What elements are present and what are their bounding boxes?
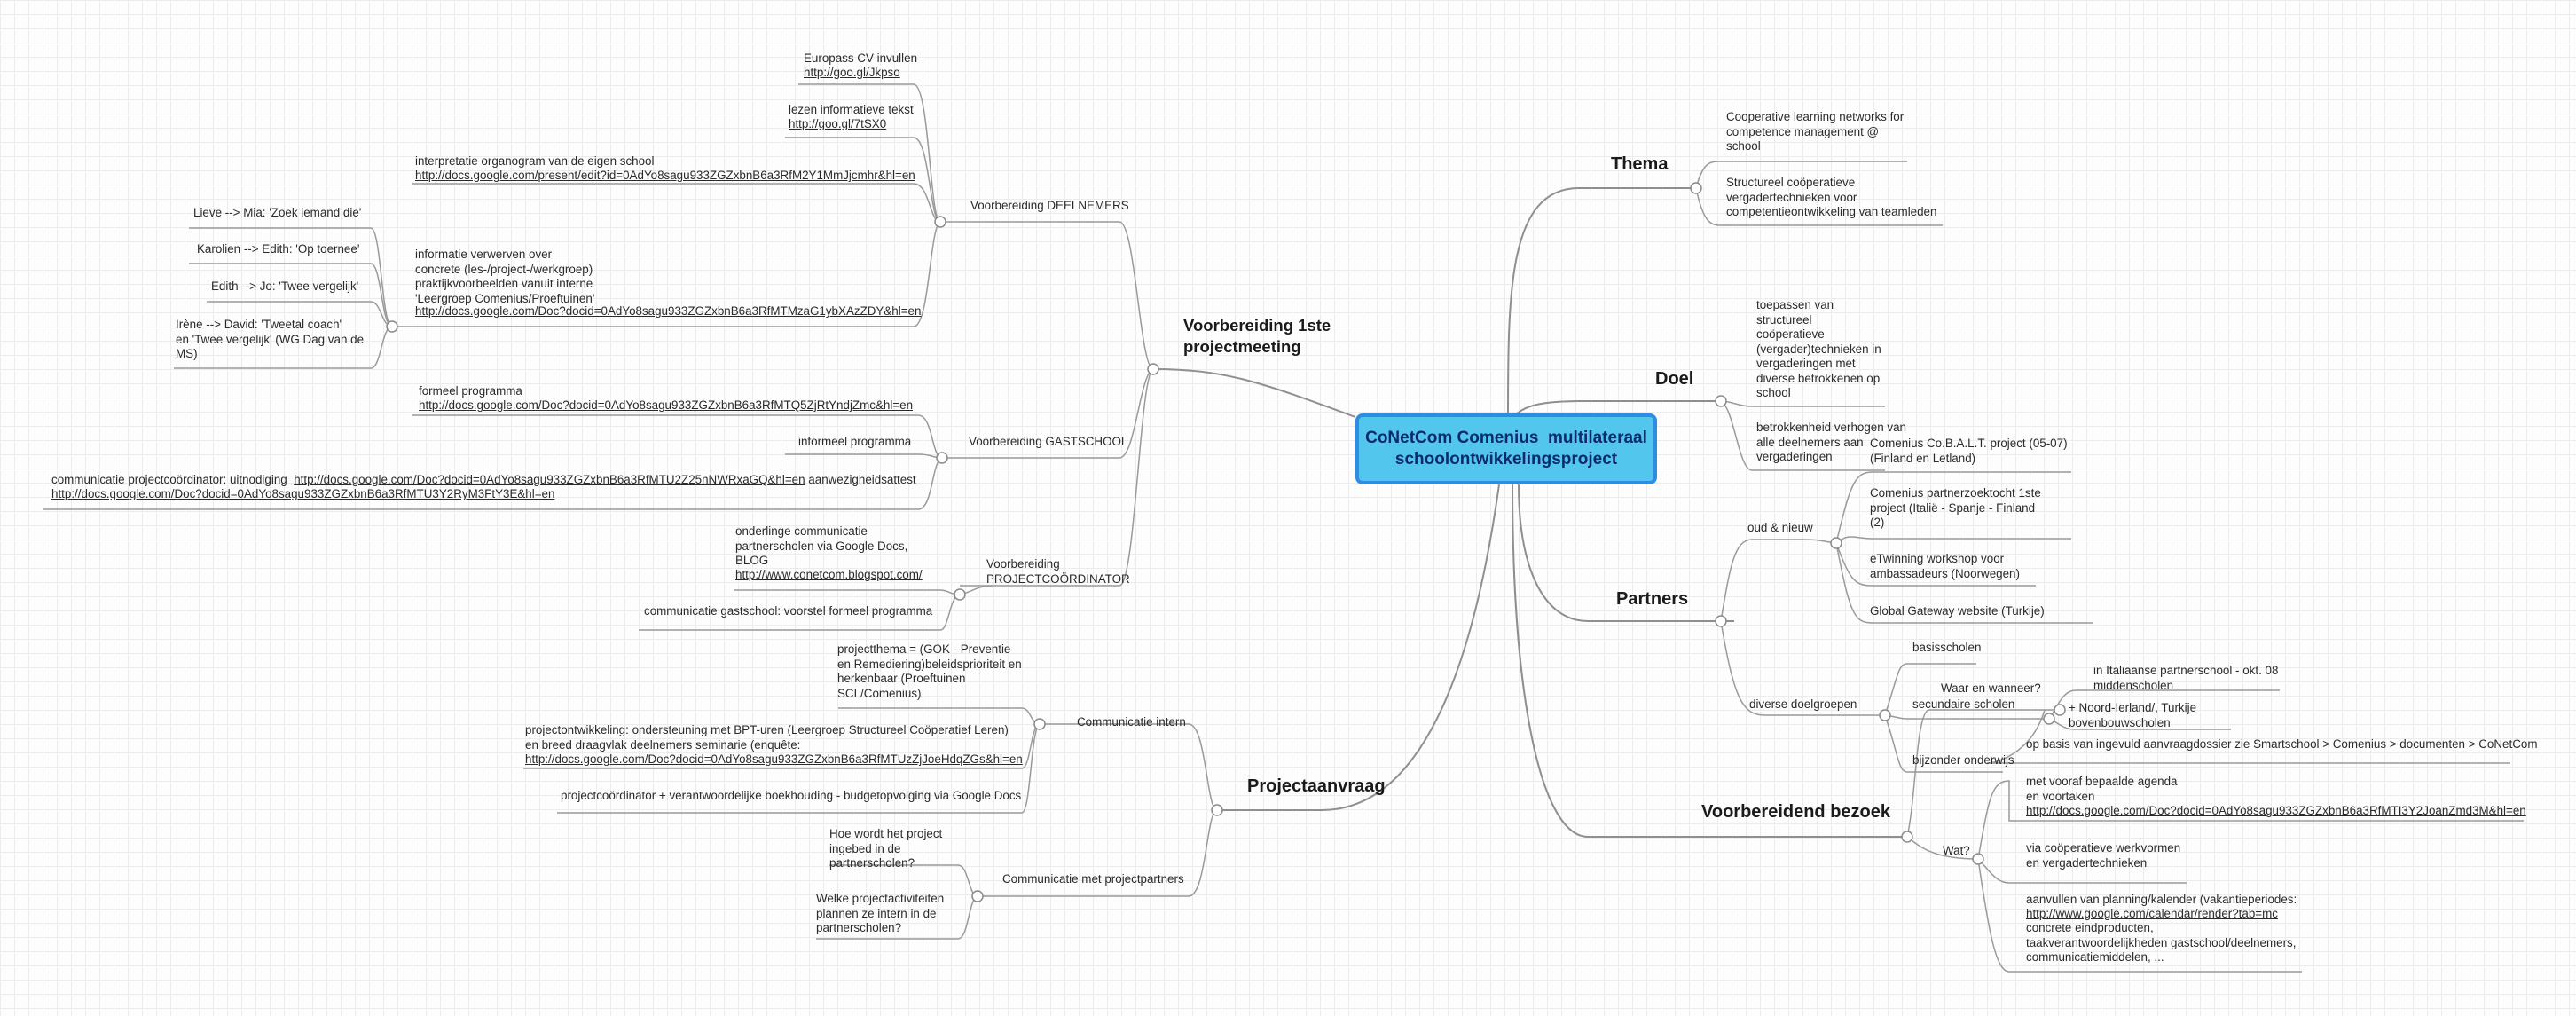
deelnemers-pair[interactable]: Edith --> Jo: 'Twee vergelijk' [211,280,359,293]
link-doel [1512,399,1721,420]
thema-item-cooperative[interactable]: Cooperative learning networks for compet… [1726,110,1905,153]
deelnemers-informatie-link[interactable]: http://docs.google.com/Doc?docid=0AdYo8s… [415,304,922,318]
link-bezoek [1512,484,1907,838]
node-meeting [1147,363,1159,375]
aanvraag-communicatie-partners[interactable]: Communicatie met projectpartners [1002,872,1184,886]
gastschool-aanwezigheid-label: aanwezigheidsattest [808,473,916,486]
gastschool-formeel[interactable]: formeel programma [419,384,522,398]
bezoek-waar-item[interactable]: op basis van ingevuld aanvraagdossier zi… [2026,737,2538,751]
aanvraag-vraag-inbedding[interactable]: Hoe wordt het project ingebed in de part… [829,827,943,870]
partners-middenscholen[interactable]: in Italiaanse partnerschool - okt. 08 mi… [2093,664,2279,692]
deelnemers-interpretatie[interactable]: interpretatie organogram van de eigen sc… [415,154,655,168]
deelnemers-pair[interactable]: Lieve --> Mia: 'Zoek iemand die' [193,206,362,219]
root-title: CoNetCom Comenius multilateraal schoolon… [1365,429,1647,469]
deelnemers-europass-link[interactable]: http://goo.gl/Jkpso [804,66,900,79]
aanvraag-boekhouding[interactable]: projectcoördinator + verantwoordelijke b… [561,789,1022,802]
branch-thema[interactable]: Thema [1611,154,1669,174]
gastschool-informeel[interactable]: informeel programma [798,435,912,448]
aanvraag-vraag-activiteiten[interactable]: Welke projectactiviteiten plannen ze int… [816,892,945,934]
partners-oud-item[interactable]: Comenius Co.B.A.L.T. project (05-07) (Fi… [1870,437,2068,465]
partners-oud-item[interactable]: Global Gateway website (Turkije) [1870,604,2045,618]
branch-partners[interactable]: Partners [1616,589,1689,609]
aanvraag-projectontwikkeling[interactable]: projectontwikkeling: ondersteuning met B… [525,723,1009,752]
branch-projectaanvraag[interactable]: Projectaanvraag [1247,776,1386,796]
coordinator-blog-link[interactable]: http://www.conetcom.blogspot.com/ [735,568,923,581]
bezoek-wat-planning[interactable]: aanvullen van planning/kalender (vakanti… [2026,893,2297,906]
bezoek-wat-agenda[interactable]: met vooraf bepaalde agenda en voortaken [2026,775,2178,803]
meeting-projectcoordinator[interactable]: Voorbereiding PROJECTCOÖRDINATOR [986,557,1130,586]
root-topic[interactable]: CoNetCom Comenius multilateraal schoolon… [1355,413,1657,484]
coordinator-gastschool-communicatie[interactable]: communicatie gastschool: voorstel formee… [644,604,933,618]
deelnemers-pair[interactable]: Karolien --> Edith: 'Op toernee' [197,242,360,256]
partners-oud-item[interactable]: Comenius partnerzoektocht 1ste project (… [1870,486,2041,529]
node-doel [1715,395,1727,407]
deelnemers-interpretatie-link[interactable]: http://docs.google.com/present/edit?id=0… [415,169,915,182]
node-coordinator [954,588,966,601]
partners-secundaire-scholen[interactable]: secundaire scholen [1912,697,2015,711]
partners-diverse-doelgroepen[interactable]: diverse doelgroepen [1749,697,1857,711]
gastschool-communicatie[interactable]: communicatie projectcoördinator: uitnodi… [51,473,916,488]
link-partners [1518,484,1734,622]
node-waar [2054,704,2066,716]
node-bezoek [1901,831,1913,843]
gastschool-formeel-link[interactable]: http://docs.google.com/Doc?docid=0AdYo8s… [419,398,914,412]
branch-voorbereidend-bezoek[interactable]: Voorbereidend bezoek [1701,802,1891,822]
meeting-gastschool[interactable]: Voorbereiding GASTSCHOOL [969,435,1128,448]
node-secundair [2043,713,2055,725]
node-wat [1972,853,1984,865]
node-thema [1690,182,1702,194]
bezoek-wat[interactable]: Wat? [1943,844,1970,857]
doel-item-betrokkenheid[interactable]: betrokkenheid verhogen van alle deelneme… [1756,421,1906,463]
meeting-deelnemers[interactable]: Voorbereiding DEELNEMERS [970,199,1129,212]
node-partners [1715,615,1727,627]
bezoek-wat-werkvormen[interactable]: via coöperatieve werkvormen en vergadert… [2026,841,2181,870]
aanvraag-communicatie-intern[interactable]: Communicatie intern [1077,715,1186,729]
bezoek-wat-agenda-link[interactable]: http://docs.google.com/Doc?docid=0AdYo8s… [2026,804,2526,817]
node-deelnemers [934,216,946,228]
node-gastschool [936,452,948,464]
deelnemers-lezen[interactable]: lezen informatieve tekst [789,103,914,116]
partners-oud-nieuw[interactable]: oud & nieuw [1747,521,1813,534]
node-doelgroepen [1879,709,1891,721]
aanvraag-projectthema[interactable]: projectthema = (GOK - Preventie en Remed… [837,642,1022,700]
bezoek-waar-en-wanneer[interactable]: Waar en wanneer? [1941,681,2041,695]
node-intern [1033,718,1046,730]
bezoek-wat-eindproducten[interactable]: concrete eindproducten, taakverantwoorde… [2026,921,2297,964]
node-info [386,320,398,333]
deelnemers-lezen-link[interactable]: http://goo.gl/7tSX0 [789,117,887,130]
link-thema [1507,187,1694,420]
doel-item-toepassen[interactable]: toepassen van structureel coöperatieve (… [1756,298,1881,399]
partners-oud-item[interactable]: eTwinning workshop voor ambassadeurs (No… [1870,552,2020,580]
branch-voorbereiding-projectmeeting[interactable]: Voorbereiding 1ste projectmeeting [1183,316,1331,356]
deelnemers-pair[interactable]: Irène --> David: 'Tweetal coach' en 'Twe… [176,318,365,360]
node-partnercomm [971,890,984,902]
gastschool-uitnodiging-link[interactable]: http://docs.google.com/Doc?docid=0AdYo8s… [294,473,805,486]
bezoek-wat-calendar-link[interactable]: http://www.google.com/calendar/render?ta… [2026,907,2278,920]
partners-bijzonder-onderwijs[interactable]: bijzonder onderwijs [1912,753,2014,767]
node-oud [1830,537,1842,549]
aanvraag-enquete-link[interactable]: http://docs.google.com/Doc?docid=0AdYo8s… [525,752,1023,766]
coordinator-onderlinge-communicatie[interactable]: onderlinge communicatie partnerscholen v… [735,524,908,567]
partners-bovenbouwscholen[interactable]: + Noord-Ierland/, Turkije bovenbouwschol… [2069,701,2197,729]
link-meeting [1152,368,1356,418]
partners-basisscholen[interactable]: basisscholen [1912,641,1982,654]
deelnemers-europass[interactable]: Europass CV invullen [804,51,918,65]
branch-doel[interactable]: Doel [1655,369,1694,389]
node-aanvraag [1211,804,1223,816]
gastschool-communicatie-label: communicatie projectcoördinator: uitnodi… [51,473,287,486]
link-aanvraag [1217,484,1500,811]
thema-item-structureel[interactable]: Structureel coöperatieve vergadertechnie… [1726,176,1937,218]
gastschool-attest-link[interactable]: http://docs.google.com/Doc?docid=0AdYo8s… [51,487,555,500]
deelnemers-informatie[interactable]: informatie verwerven over concrete (les-… [415,248,595,305]
